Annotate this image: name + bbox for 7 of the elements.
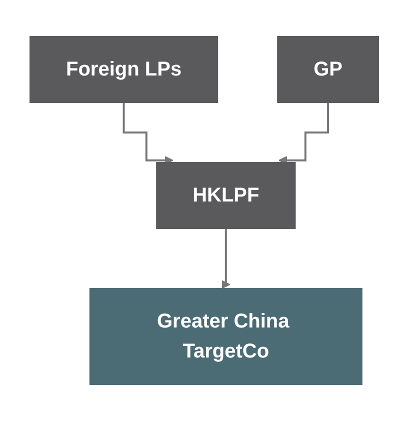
arrow: [222, 228, 231, 289]
node-box: HKLPF: [156, 162, 296, 229]
arrow: [278, 102, 330, 165]
node-box: Foreign LPs: [30, 36, 218, 103]
node-box: GP: [277, 36, 380, 103]
node-box: Greater China TargetCo: [90, 288, 363, 385]
arrow: [123, 102, 174, 165]
